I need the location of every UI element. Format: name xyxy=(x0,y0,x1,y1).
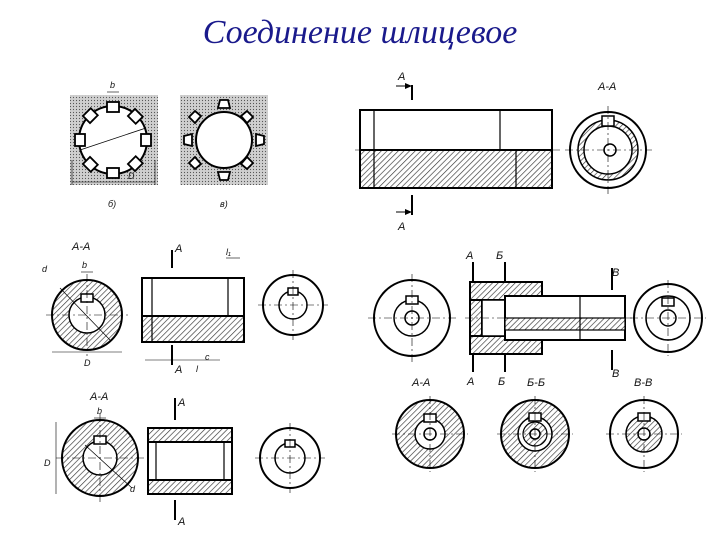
label-AA-asm: A-A xyxy=(411,377,430,389)
label-c-mid: c xyxy=(205,352,210,362)
label-b-bottom: b xyxy=(97,406,102,416)
label-B-asm-top: Б xyxy=(496,250,503,262)
label-VV-asm: В-В xyxy=(634,377,652,389)
label-d-bottom: d xyxy=(130,484,136,494)
label-V-asm-bot: В xyxy=(612,368,619,380)
label-l1: l₁ xyxy=(226,247,231,257)
fig-label-b: б) xyxy=(108,199,116,209)
label-AA-top: A-A xyxy=(597,81,616,93)
label-A-bottom: A xyxy=(397,221,405,233)
label-b-mid: b xyxy=(82,260,87,270)
assembly-middle: A Б В A Б В xyxy=(368,250,706,388)
label-V-asm-top: В xyxy=(612,267,619,279)
label-A-mid-bottom: A xyxy=(174,364,182,376)
label-A-bottom-bot: A xyxy=(177,516,185,528)
hub-section-middle: A-A b d D A l₁ A l c xyxy=(42,241,328,376)
label-D: D xyxy=(128,171,135,181)
label-A-asm-top: A xyxy=(465,250,473,262)
spline-profile-v: в) xyxy=(180,95,268,209)
label-AA-mid: A-A xyxy=(71,241,90,253)
label-B-asm-bot: Б xyxy=(498,376,505,388)
label-d-mid: d xyxy=(42,264,48,274)
label-l: l xyxy=(196,364,199,374)
label-b: b xyxy=(110,80,115,90)
spline-profile-b: b D б) xyxy=(70,80,158,209)
label-A-top: A xyxy=(397,71,405,83)
hub-section-bottom: A-A b D d A A xyxy=(44,391,325,528)
label-AA-bottom: A-A xyxy=(89,391,108,403)
fig-label-v: в) xyxy=(220,199,228,209)
label-BB-asm: Б-Б xyxy=(527,377,545,389)
label-A-bottom-top: A xyxy=(177,397,185,409)
assembly-sections-bottom: A-A Б-Б В-В xyxy=(392,377,682,472)
label-A-mid-top: A xyxy=(174,243,182,255)
label-D-bottom: D xyxy=(44,458,51,468)
slide-title: Соединение шлицевое xyxy=(202,14,518,51)
label-A-asm-bot: A xyxy=(466,376,474,388)
shaft-section-top: A A A-A xyxy=(355,71,652,233)
label-D-mid: D xyxy=(84,358,91,368)
